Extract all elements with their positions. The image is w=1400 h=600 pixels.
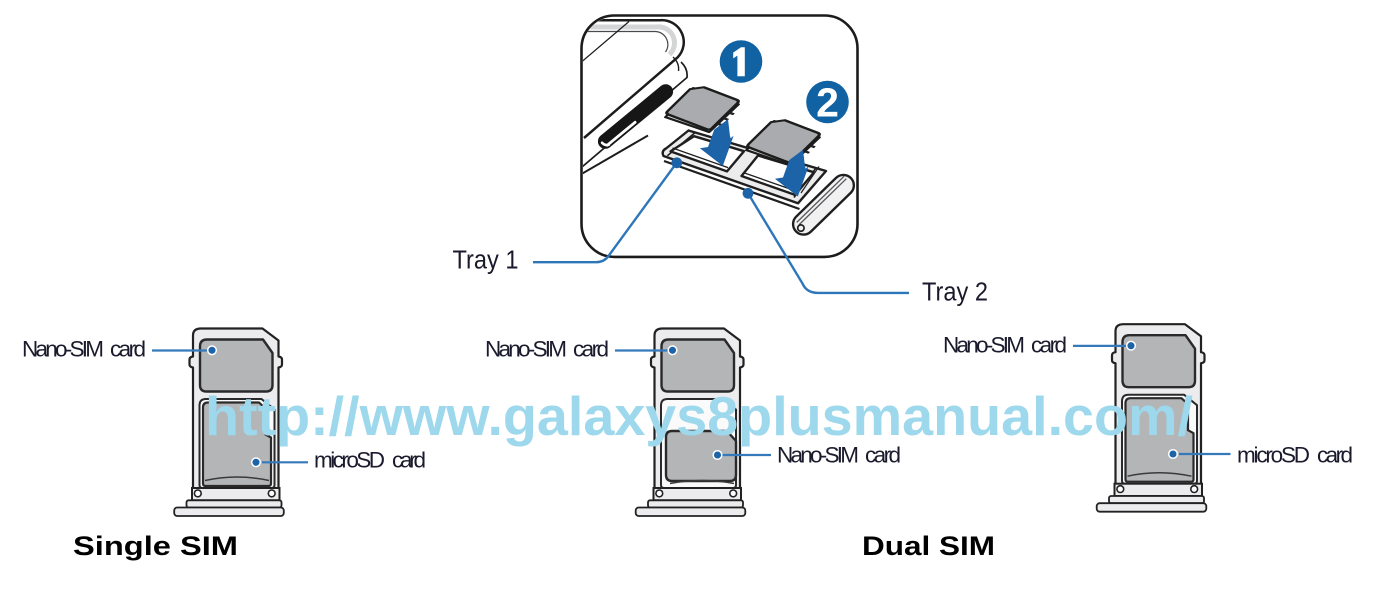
- svg-text:Tray 2: Tray 2: [922, 278, 988, 306]
- svg-text:Tray 1: Tray 1: [453, 247, 519, 275]
- svg-text:http://www.galaxys8plusmanual.: http://www.galaxys8plusmanual.com/: [205, 386, 1193, 447]
- svg-text:2: 2: [816, 80, 839, 126]
- svg-text:Dual SIM: Dual SIM: [862, 531, 995, 561]
- svg-text:Single SIM: Single SIM: [73, 531, 238, 561]
